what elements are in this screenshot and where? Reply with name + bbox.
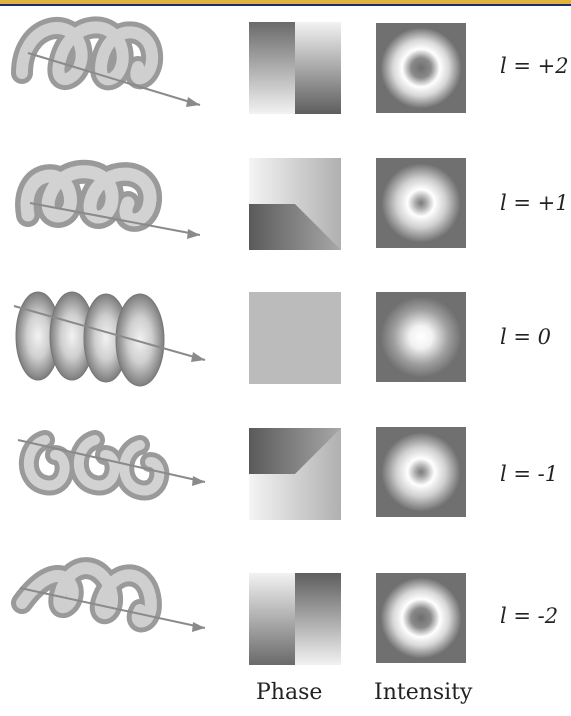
intensity-donut-l-plus-2	[376, 23, 466, 113]
phase-map-l-plus-1	[249, 158, 341, 250]
mode-label-l-0: l = 0	[500, 325, 552, 349]
intensity-donut-l-minus-1	[376, 427, 466, 517]
intensity-spot-l-0	[376, 292, 466, 382]
intensity-donut-l-plus-1	[376, 158, 466, 248]
helical-wavefront-l-plus-1	[15, 159, 201, 239]
intensity-donut-l-minus-2	[376, 573, 466, 663]
phase-map-l-minus-2	[249, 573, 341, 665]
planar-wavefront-l-0	[13, 291, 206, 387]
mode-label-l-minus-2: l = -2	[500, 604, 559, 628]
mode-label-l-plus-2: l = +2	[500, 54, 569, 78]
helical-wavefront-l-minus-2	[11, 557, 206, 633]
column-label-intensity: Intensity	[374, 680, 473, 705]
column-label-phase: Phase	[256, 680, 323, 705]
mode-label-l-plus-1: l = +1	[500, 191, 569, 215]
phase-map-l-minus-1	[249, 428, 341, 520]
blue-rule	[0, 4, 571, 6]
phase-map-l-plus-2	[249, 22, 341, 114]
top-accent-bar	[0, 0, 571, 6]
helical-wavefront-l-minus-1	[17, 430, 206, 501]
helical-wavefront-l-plus-2	[11, 16, 201, 107]
phase-map-l-0	[249, 292, 341, 384]
mode-label-l-minus-1: l = -1	[500, 462, 559, 486]
gold-stripe	[0, 0, 571, 4]
